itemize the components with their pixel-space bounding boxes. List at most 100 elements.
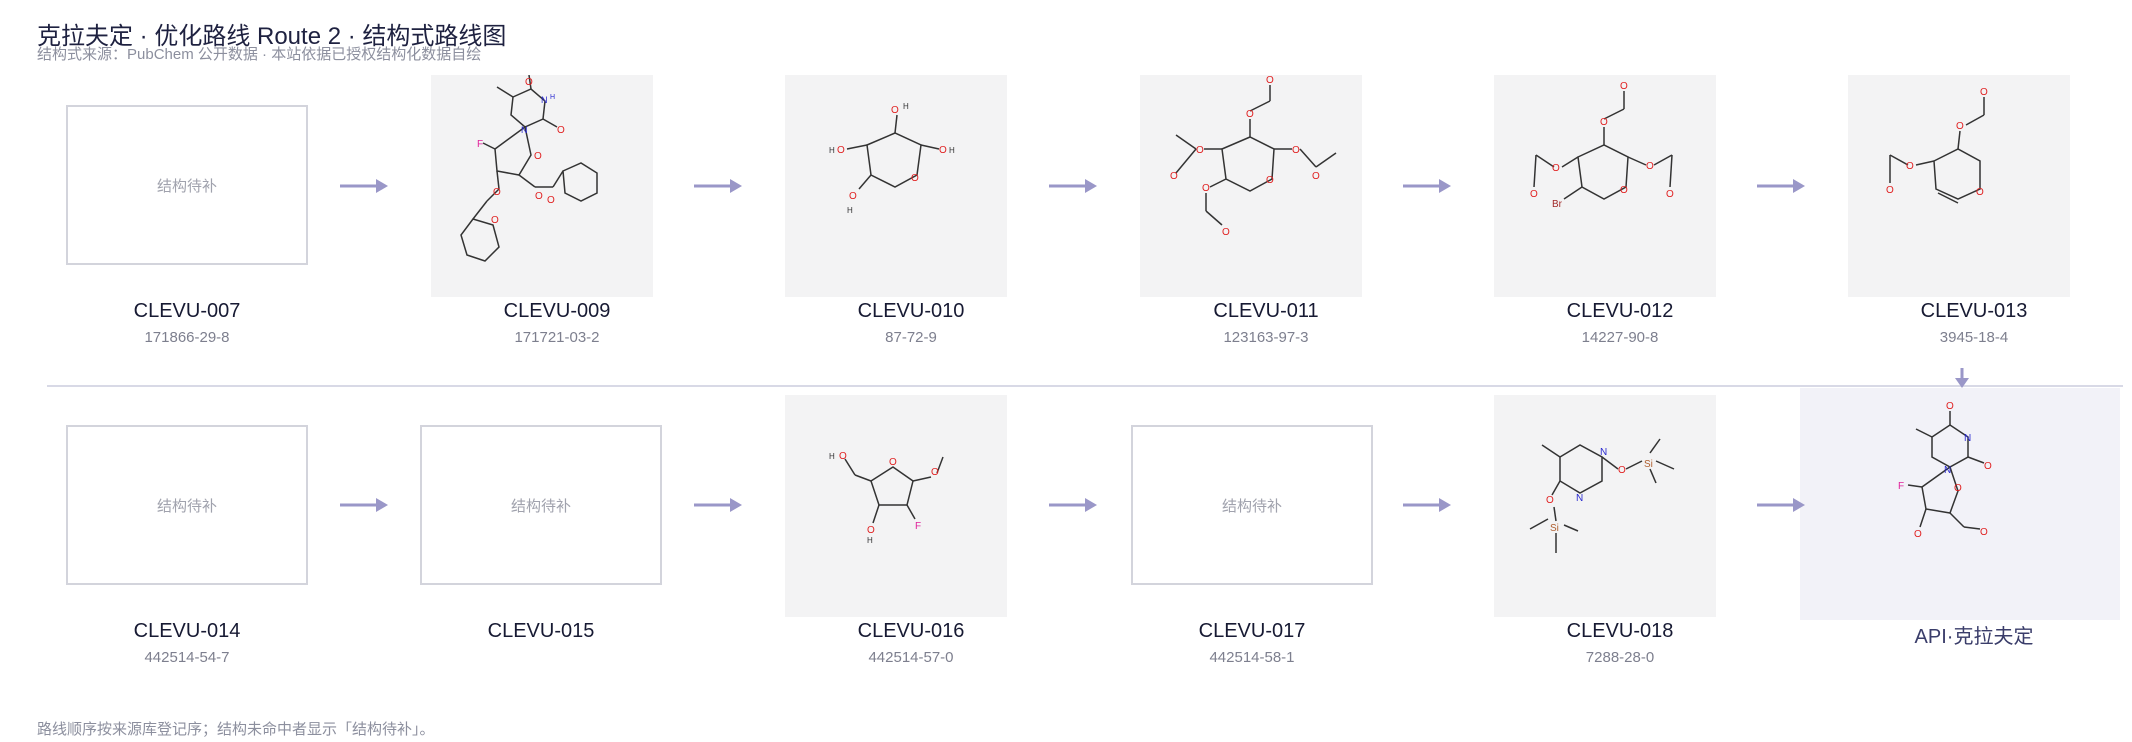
structure-diacetyl-glycal: O O O O O (1848, 75, 2070, 297)
atom-oxygen: O (1976, 187, 1984, 198)
atom-nitrogen: N (1600, 447, 1607, 458)
structure-image: O O O O O F N N (1848, 395, 2070, 617)
atom-oxygen: O (1946, 401, 1954, 412)
compound-card-clevu-010[interactable]: O O O O O H H H H CLEVU-010 87-72-9 (752, 75, 1042, 355)
atom-oxygen: O (1620, 81, 1628, 92)
atom-oxygen: O (911, 173, 919, 184)
structure-bromo-triacetyl-pyranose: O O O O O O O Br (1494, 75, 1716, 297)
arrow-down (1952, 368, 1972, 390)
atom-oxygen: O (1202, 183, 1210, 194)
compound-card-clevu-018[interactable]: O O N N Si Si CLEVU-018 7288-28-0 (1461, 395, 1751, 675)
atom-oxygen: O (1914, 529, 1922, 540)
arrow-right (1755, 495, 1807, 515)
compound-cas: 442514-54-7 (42, 649, 332, 666)
structure-image: O O O O O H H H H (785, 75, 1007, 297)
structure-image: O O N N Si Si (1494, 395, 1716, 617)
structure-image: O O O O O (1848, 75, 2070, 297)
compound-cas: 442514-58-1 (1107, 649, 1397, 666)
atom-oxygen: O (534, 151, 542, 162)
atom-oxygen: O (1222, 227, 1230, 238)
atom-oxygen: O (939, 145, 947, 156)
atom-oxygen: O (1600, 117, 1608, 128)
atom-oxygen: O (1292, 145, 1300, 156)
placeholder-label: 结构待补 (1222, 495, 1282, 516)
structure-tetraacetyl-pyranose: O O O O O O O O O (1140, 75, 1362, 297)
compound-cas: 14227-90-8 (1475, 329, 1765, 346)
compound-cas: 171866-29-8 (42, 329, 332, 346)
atom-hydrogen: H (550, 94, 555, 101)
atom-oxygen: O (891, 105, 899, 116)
placeholder-label: 结构待补 (157, 175, 217, 196)
structure-arabinopyranose: O O O O O H H H H (785, 75, 1007, 297)
atom-oxygen: O (1530, 189, 1538, 200)
structure-image: O O O O F H H (785, 395, 1007, 617)
atom-nitrogen: N (521, 125, 528, 135)
atom-nitrogen: N (541, 95, 548, 105)
compound-code: CLEVU-010 (766, 300, 1056, 323)
compound-code: CLEVU-017 (1107, 620, 1397, 643)
compound-card-clevu-012[interactable]: O O O O O O O Br CLEVU-012 14227-90-8 (1461, 75, 1751, 355)
atom-hydrogen: H (829, 146, 835, 155)
compound-cas: 123163-97-3 (1121, 329, 1411, 346)
compound-card-api-clevudine[interactable]: O O O O O F N N API·克拉夫定 (1815, 395, 2105, 675)
atom-oxygen: O (535, 191, 543, 202)
compound-code: CLEVU-013 (1829, 300, 2119, 323)
compound-card-clevu-016[interactable]: O O O O F H H CLEVU-016 442514-57-0 (752, 395, 1042, 675)
structure-bis-trimethylsilyl-thymine: O O N N Si Si (1494, 395, 1716, 617)
atom-oxygen: O (1886, 185, 1894, 196)
structure-image: O O O O O O O Br (1494, 75, 1716, 297)
atom-hydrogen: H (949, 146, 955, 155)
atom-oxygen: O (867, 525, 875, 536)
structure-image: O O O O O O O O O (1140, 75, 1362, 297)
atom-nitrogen: N (1944, 465, 1951, 476)
atom-oxygen: O (547, 195, 555, 206)
atom-oxygen: O (1984, 461, 1992, 472)
arrow-right (1047, 176, 1099, 196)
compound-code: CLEVU-012 (1475, 300, 1765, 323)
atom-hydrogen: H (867, 536, 873, 545)
atom-hydrogen: H (903, 102, 909, 111)
compound-code: CLEVU-009 (412, 300, 702, 323)
structure-placeholder: 结构待补 (420, 425, 662, 585)
structure-dibenzoyl-fluoro-nucleoside: O O O O O O O F N N H (431, 75, 653, 297)
arrow-right (1401, 495, 1453, 515)
compound-card-clevu-011[interactable]: O O O O O O O O O CLEVU-011 123163-97-3 (1107, 75, 1397, 355)
arrow-right (1047, 495, 1099, 515)
atom-oxygen: O (1906, 161, 1914, 172)
atom-oxygen: O (849, 191, 857, 202)
compound-cas: 3945-18-4 (1829, 329, 2119, 346)
compound-card-clevu-014[interactable]: 结构待补 CLEVU-014 442514-54-7 (42, 395, 332, 675)
compound-card-clevu-015[interactable]: 结构待补 CLEVU-015 (396, 395, 686, 675)
atom-oxygen: O (1552, 163, 1560, 174)
structure-image: O O O O O O O F N N H (431, 75, 653, 297)
atom-oxygen: O (493, 187, 501, 198)
atom-oxygen: O (491, 215, 499, 226)
compound-card-clevu-013[interactable]: O O O O O CLEVU-013 3945-18-4 (1815, 75, 2105, 355)
compound-code: CLEVU-016 (766, 620, 1056, 643)
compound-code: CLEVU-018 (1475, 620, 1765, 643)
atom-hydrogen: H (829, 452, 835, 461)
atom-oxygen: O (1312, 171, 1320, 182)
compound-cas: 87-72-9 (766, 329, 1056, 346)
compound-cas: 171721-03-2 (412, 329, 702, 346)
arrow-right (1755, 176, 1807, 196)
atom-oxygen: O (1266, 75, 1274, 86)
atom-oxygen: O (525, 77, 533, 88)
compound-card-clevu-009[interactable]: O O O O O O O F N N H CLEVU-009 171721-0… (398, 75, 688, 355)
structure-clevudine: O O O O O F N N (1848, 395, 2070, 617)
compound-card-clevu-017[interactable]: 结构待补 CLEVU-017 442514-58-1 (1107, 395, 1397, 675)
compound-code: CLEVU-007 (42, 300, 332, 323)
footnote: 路线顺序按来源库登记序；结构未命中者显示「结构待补」。 (37, 718, 435, 739)
api-name: API·克拉夫定 (1829, 620, 2119, 649)
structure-placeholder: 结构待补 (66, 425, 308, 585)
placeholder-label: 结构待补 (157, 495, 217, 516)
atom-nitrogen: N (1576, 493, 1583, 504)
atom-oxygen: O (931, 467, 939, 478)
compound-card-clevu-007[interactable]: 结构待补 CLEVU-007 171866-29-8 (42, 75, 332, 355)
page-subtitle: 结构式来源：PubChem 公开数据 · 本站依据已授权结构化数据自绘 (37, 43, 481, 64)
atom-oxygen: O (1620, 185, 1628, 196)
atom-oxygen: O (1954, 483, 1962, 494)
atom-silicon: Si (1644, 459, 1653, 470)
arrow-right (692, 495, 744, 515)
atom-oxygen: O (557, 125, 565, 136)
